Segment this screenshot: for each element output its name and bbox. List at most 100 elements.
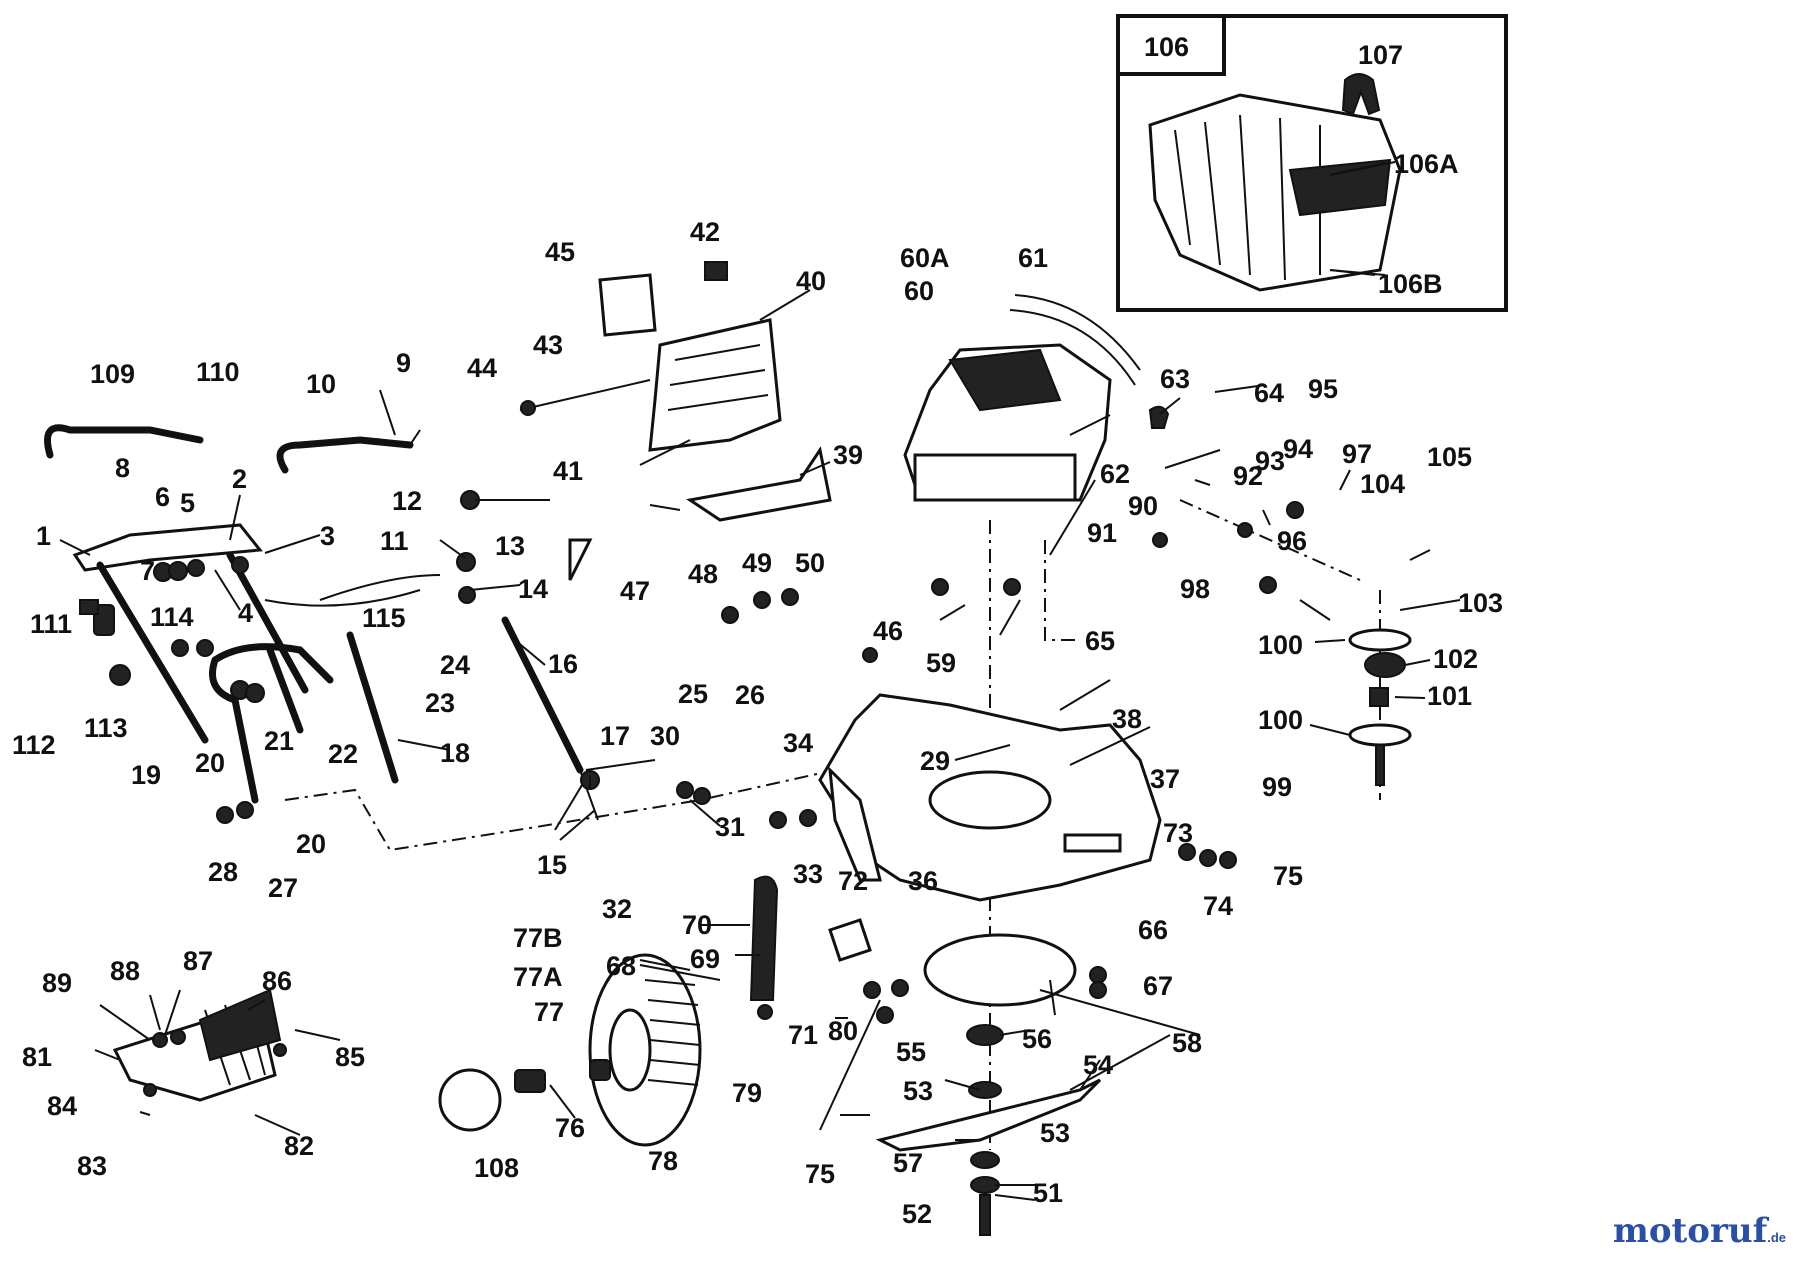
callout-label: 64 xyxy=(1254,378,1284,408)
callout-label: 81 xyxy=(22,1042,52,1072)
callout-label: 95 xyxy=(1308,374,1338,404)
callout-label: 114 xyxy=(150,602,194,632)
callout-label: 88 xyxy=(110,956,140,986)
callout-label: 59 xyxy=(926,648,956,678)
callout-label: 3 xyxy=(320,521,335,551)
callout-label: 25 xyxy=(678,679,708,709)
pulley-stack xyxy=(1348,628,1412,786)
callout-label: 62 xyxy=(1100,459,1130,489)
callout-label: 18 xyxy=(440,738,470,768)
callout-label: 69 xyxy=(690,944,720,974)
callout-label: 77B xyxy=(513,923,563,953)
callout-label: 109 xyxy=(90,359,135,389)
callout-label: 83 xyxy=(77,1151,107,1181)
callout-label: 56 xyxy=(1022,1024,1052,1054)
callout-label: 46 xyxy=(873,616,903,646)
callout-label: 53 xyxy=(1040,1118,1070,1148)
callout-label: 98 xyxy=(1180,574,1210,604)
callout-label: 20 xyxy=(296,829,326,859)
callout-label: 13 xyxy=(495,531,525,561)
callout-label: 27 xyxy=(268,873,298,903)
callout-label: 79 xyxy=(732,1078,762,1108)
callout-label: 43 xyxy=(533,330,563,360)
callout-label: 55 xyxy=(896,1037,926,1067)
callout-label: 42 xyxy=(690,217,720,247)
callout-label: 82 xyxy=(284,1131,314,1161)
callout-label: 66 xyxy=(1138,915,1168,945)
callout-label: 108 xyxy=(474,1153,519,1183)
callout-label: 65 xyxy=(1085,626,1115,656)
rear-cover-assembly xyxy=(519,261,832,522)
callout-label: 77A xyxy=(513,962,563,992)
callout-label: 97 xyxy=(1342,439,1372,469)
callout-label: 16 xyxy=(548,649,578,679)
leader-lines xyxy=(59,161,1461,1201)
watermark-logo: motoruf.de xyxy=(1613,1211,1786,1251)
callout-label: 58 xyxy=(1172,1028,1202,1058)
callout-label: 11 xyxy=(380,526,409,556)
callout-label: 104 xyxy=(1360,469,1405,499)
callout-label: 40 xyxy=(796,266,826,296)
callout-label: 8 xyxy=(115,453,130,483)
callout-label: 57 xyxy=(893,1148,923,1178)
callout-label: 24 xyxy=(440,650,470,680)
handle-assembly xyxy=(44,424,593,804)
callout-label: 78 xyxy=(648,1146,678,1176)
callout-label: 19 xyxy=(131,760,161,790)
callout-label: 14 xyxy=(518,574,548,604)
callout-label: 52 xyxy=(902,1199,932,1229)
callout-label: 115 xyxy=(362,603,406,633)
callout-label: 44 xyxy=(467,353,497,383)
callout-label: 94 xyxy=(1283,434,1313,464)
callout-label: 61 xyxy=(1018,243,1048,273)
callout-label: 92 xyxy=(1233,461,1263,491)
callout-label: 99 xyxy=(1262,772,1292,802)
blade-assembly xyxy=(875,933,1102,1236)
brand-main: motoruf xyxy=(1612,1211,1768,1251)
callout-label: 77 xyxy=(534,997,564,1027)
callout-label: 41 xyxy=(553,456,583,486)
callout-label: 30 xyxy=(650,721,680,751)
callout-label: 70 xyxy=(682,910,712,940)
callout-label: 87 xyxy=(183,946,213,976)
callout-label: 102 xyxy=(1433,644,1478,674)
callout-label: 74 xyxy=(1203,891,1233,921)
callout-label: 106A xyxy=(1394,149,1459,179)
callout-label: 71 xyxy=(788,1020,818,1050)
callout-label: 48 xyxy=(688,559,718,589)
callout-label: 29 xyxy=(920,746,950,776)
wheel-assembly xyxy=(438,875,872,1147)
callout-label: 93 xyxy=(1255,446,1285,476)
callout-label: 68 xyxy=(606,951,636,981)
callout-labels: 1 2 3 4 5 6 7 8 9 10 11 12 13 14 15 16 1… xyxy=(12,40,1503,1229)
callout-label: 72 xyxy=(838,866,868,896)
callout-label: 73 xyxy=(1163,818,1193,848)
callout-label: 15 xyxy=(537,850,567,880)
callout-label: 113 xyxy=(84,713,128,743)
callout-label: 90 xyxy=(1128,491,1158,521)
callout-label: 106B xyxy=(1378,269,1443,299)
callout-label: 9 xyxy=(396,348,411,378)
callout-label: 36 xyxy=(908,866,938,896)
callout-label: 105 xyxy=(1427,442,1472,472)
callout-label: 54 xyxy=(1083,1050,1113,1080)
callout-label: 60A xyxy=(900,243,950,273)
callout-label: 7 xyxy=(140,556,155,586)
callout-label: 53 xyxy=(903,1076,933,1106)
callout-label: 32 xyxy=(602,894,632,924)
callout-label: 100 xyxy=(1258,705,1303,735)
callout-label: 101 xyxy=(1427,681,1472,711)
callout-label: 112 xyxy=(12,730,56,760)
callout-label: 20 xyxy=(195,748,225,778)
callout-label: 10 xyxy=(306,369,336,399)
small-fasteners xyxy=(143,501,1304,1097)
callout-label: 75 xyxy=(805,1159,835,1189)
callout-label: 33 xyxy=(793,859,823,889)
callout-label: 21 xyxy=(264,726,294,756)
brand-tld: .de xyxy=(1767,1230,1786,1245)
callout-label: 22 xyxy=(328,739,358,769)
callout-label: 34 xyxy=(783,728,813,758)
leader-dashes xyxy=(284,499,1381,1150)
callout-label: 91 xyxy=(1087,518,1117,548)
